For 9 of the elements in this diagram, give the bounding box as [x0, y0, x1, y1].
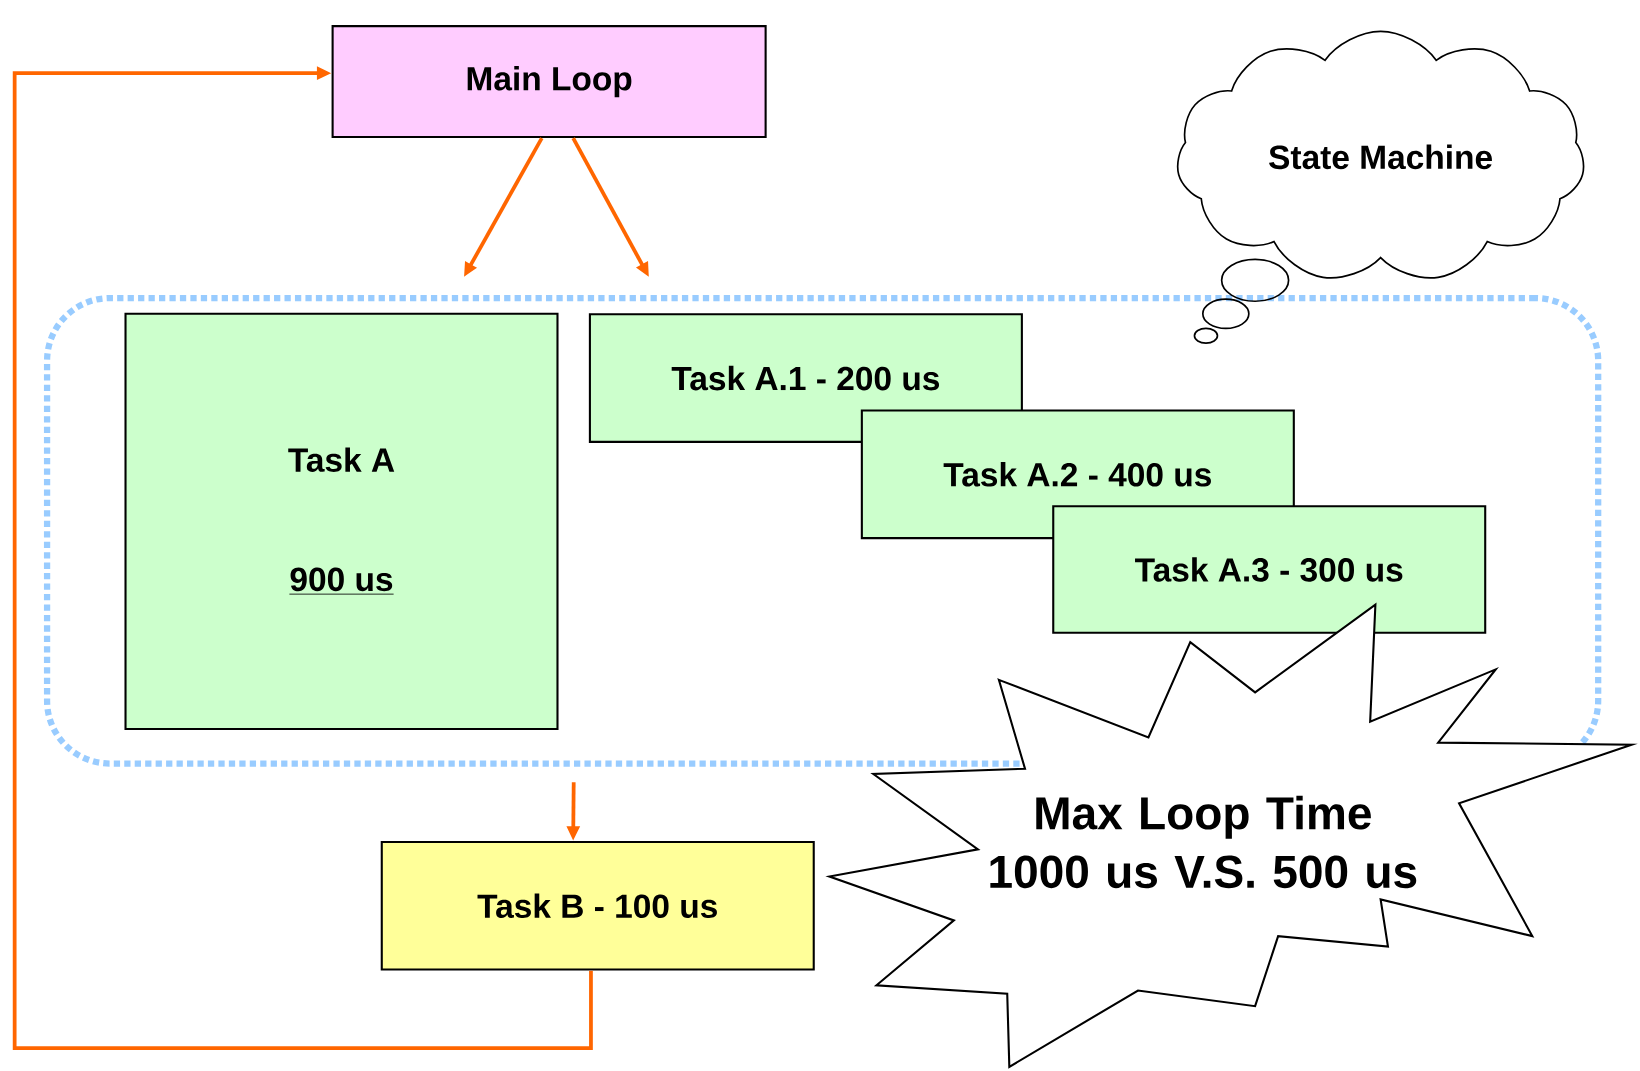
- task-box: Task A 900 us: [124, 312, 559, 731]
- process-box: Main Loop: [331, 25, 767, 139]
- arrow: [12, 66, 593, 1050]
- starburst: Max Loop Time 1000 us V.S. 500 us: [825, 602, 1638, 1069]
- node-label: Max Loop Time 1000 us V.S. 500 us: [990, 795, 1417, 889]
- process-box: Task B - 100 us: [380, 840, 815, 971]
- task-box: Task A.1 - 200 us: [588, 313, 1023, 443]
- thought-cloud: State Machine: [1176, 30, 1585, 344]
- task-box: Task A.3 - 300 us: [1052, 505, 1487, 634]
